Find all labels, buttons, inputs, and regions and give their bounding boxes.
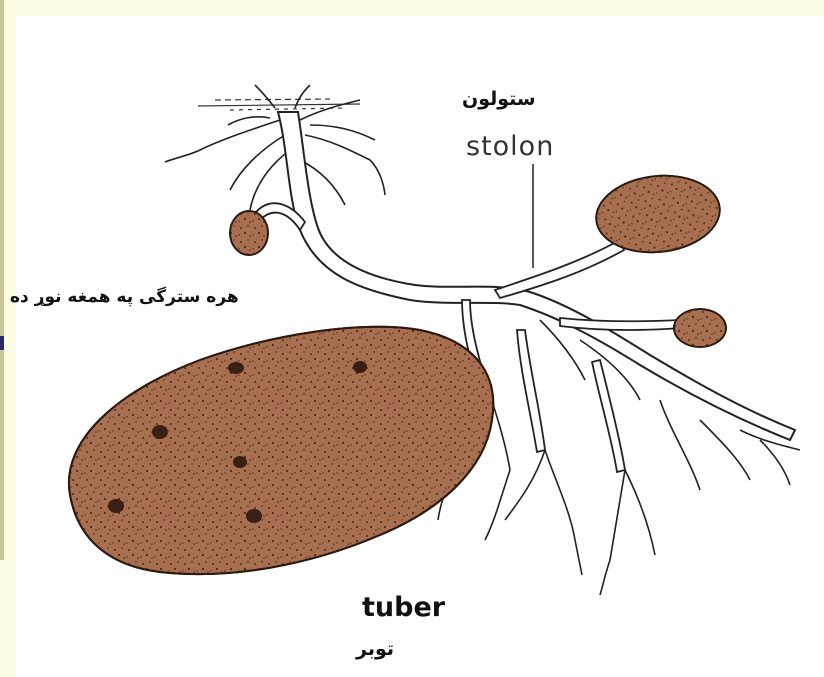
eye-note-label-pashto: هره سترگی په همغه نوړ ده — [10, 287, 239, 307]
large-tuber — [69, 327, 493, 574]
stolon-label-english: stolon — [466, 131, 554, 162]
tuber-label-english: tuber — [362, 592, 445, 623]
tuber-label-pashto: توبر — [356, 638, 394, 660]
stolon-label-pashto: ستولون — [462, 88, 536, 110]
soil-line — [198, 99, 360, 110]
